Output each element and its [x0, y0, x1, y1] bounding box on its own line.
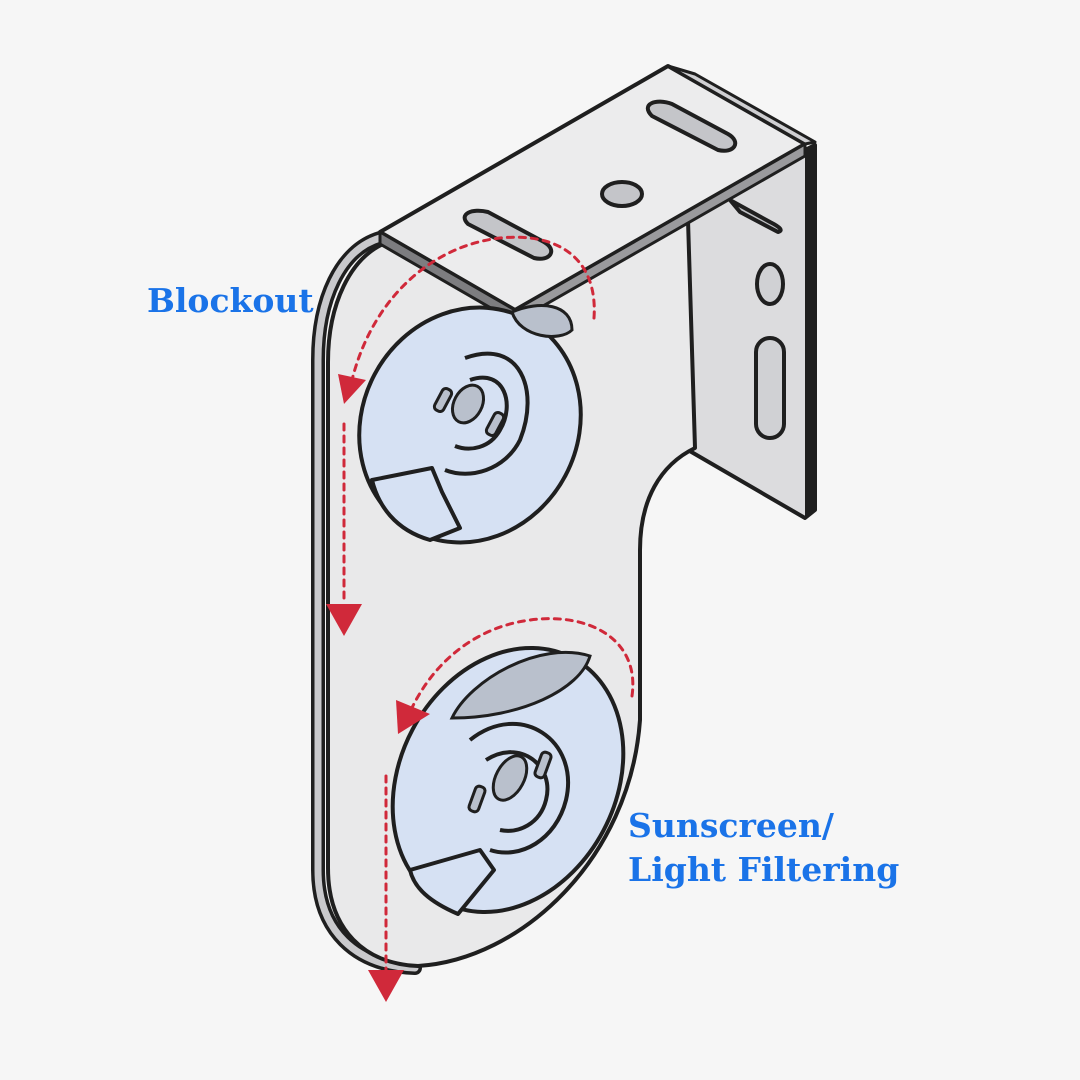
blockout-label: Blockout [147, 281, 314, 320]
side-slot-bottom [754, 336, 786, 440]
blockout-rotation-arrow [350, 235, 596, 382]
top-hole [600, 180, 644, 208]
sunscreen-rotation-arrow [408, 617, 635, 714]
lower-pocket [390, 646, 626, 916]
sunscreen-rotation-arrowhead [396, 700, 430, 734]
side-flange [686, 143, 817, 520]
sunscreen-label: Sunscreen/ Light Filtering [628, 804, 899, 892]
top-slot-back [645, 99, 738, 153]
sunscreen-drop-arrowhead [368, 970, 404, 1002]
arrow-heads [326, 374, 430, 1002]
side-hole [755, 262, 785, 306]
blockout-drop-arrowhead [326, 604, 362, 636]
blockout-rotation-arrowhead [338, 374, 366, 404]
sunscreen-label-line1: Sunscreen/ [628, 806, 834, 845]
upper-pocket [357, 304, 583, 545]
sunscreen-label-line2: Light Filtering [628, 850, 900, 889]
direction-arrows [342, 235, 635, 972]
side-slot-top [728, 198, 783, 234]
